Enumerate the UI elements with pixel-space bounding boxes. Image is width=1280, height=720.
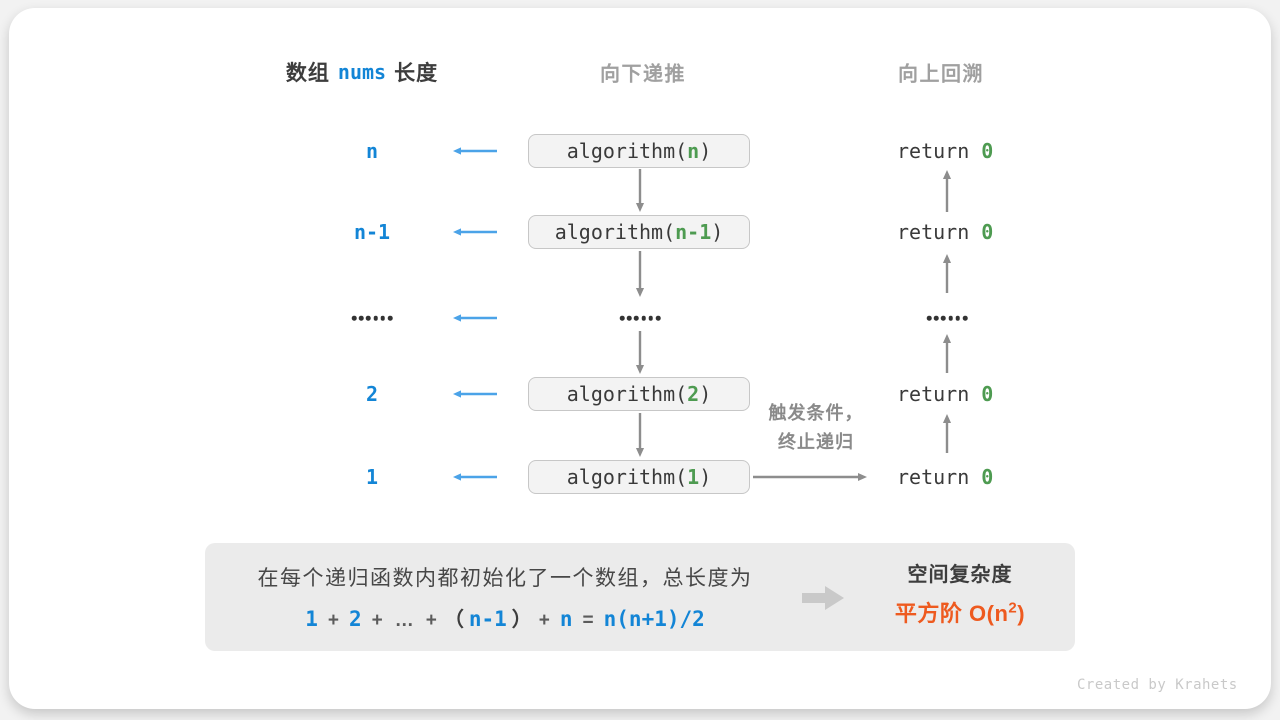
dot (948, 315, 953, 321)
summary-description: 在每个递归函数内都初始化了一个数组，总长度为 (257, 567, 753, 590)
credit-text: Created by Krahets (1077, 677, 1238, 693)
header-text-length: 长度 (394, 62, 439, 85)
formula-token: + (327, 610, 339, 631)
return-value: 0 (981, 382, 994, 406)
call-argument: n-1 (675, 220, 712, 244)
termination-note: 触发条件， 终止递归 (769, 399, 864, 457)
formula-token: + (538, 610, 550, 631)
return-statement: return 0 (897, 465, 993, 489)
summary-result-block: 空间复杂度 平方阶 O(n2) (855, 558, 1065, 628)
formula-token: n-1 (468, 607, 507, 631)
call-prefix: algorithm( (566, 465, 688, 489)
dot (387, 315, 393, 321)
call-prefix: algorithm( (554, 220, 676, 244)
implies-arrow-icon (802, 586, 844, 610)
return-keyword: return (897, 220, 970, 244)
dot (373, 315, 378, 321)
call-suffix: ) (699, 382, 712, 406)
header-text-array: 数组 (285, 62, 330, 85)
summary-text-block: 在每个递归函数内都初始化了一个数组，总长度为 1 +2 + … + （n-1） + n = n(n… (215, 543, 795, 651)
complexity-title: 空间复杂度 (907, 564, 1013, 586)
call-argument: 2 (687, 382, 700, 406)
return-value: 0 (981, 220, 994, 244)
formula-token: （ (443, 609, 464, 631)
summary-formula: 1 +2 + … + （n-1） + n = n(n+1)/2 (301, 603, 709, 632)
formula-token: n(n+1)/2 (603, 607, 705, 631)
array-length-label: 1 (365, 465, 379, 489)
return-statement: return 0 (897, 220, 993, 244)
return-value: 0 (981, 465, 994, 489)
formula-token: = (582, 610, 594, 631)
return-statement: return 0 (897, 382, 993, 406)
call-prefix: algorithm( (566, 382, 688, 406)
column-header-recurse-down: 向下递推 (600, 63, 686, 86)
call-suffix: ) (699, 139, 712, 163)
algorithm-call-box: algorithm(n) (528, 134, 750, 168)
dot (634, 315, 639, 321)
array-length-label: n-1 (353, 220, 391, 244)
dot (941, 315, 946, 321)
header-code-nums: nums (337, 60, 387, 84)
complexity-exponent: 2 (1008, 599, 1018, 617)
column-header-backtrack-up: 向上回溯 (898, 63, 984, 86)
formula-token: 2 (348, 607, 362, 631)
formula-token: ） (511, 609, 532, 631)
call-suffix: ) (711, 220, 724, 244)
dot (955, 315, 961, 321)
termination-note-line1: 触发条件， (768, 403, 864, 423)
complexity-suffix: ) (1017, 601, 1026, 626)
column-header-array-length: 数组 nums 长度 (286, 57, 438, 87)
return-statement: return 0 (897, 139, 993, 163)
dot (380, 315, 386, 321)
return-keyword: return (897, 465, 970, 489)
formula-token: 1 (305, 607, 318, 631)
dot (619, 315, 625, 321)
call-argument: n (687, 139, 700, 163)
complexity-value: 平方阶 O(n2) (855, 596, 1065, 628)
dot (933, 315, 939, 321)
algorithm-call-box: algorithm(1) (528, 460, 750, 494)
length-ellipsis: …… (351, 315, 393, 321)
formula-token: … (394, 610, 414, 631)
dot (641, 315, 646, 321)
formula-token: + (425, 610, 437, 631)
call-ellipsis: …… (619, 315, 661, 321)
formula-token: n (559, 607, 573, 631)
dot (358, 315, 364, 321)
array-length-label: n (365, 139, 379, 163)
algorithm-call-box: algorithm(2) (528, 377, 750, 411)
return-keyword: return (897, 139, 970, 163)
call-argument: 1 (687, 465, 700, 489)
complexity-prefix: 平方阶 O(n (894, 601, 1009, 626)
dot (926, 315, 932, 321)
termination-note-line2: 终止递归 (778, 432, 854, 452)
algorithm-call-box: algorithm(n-1) (528, 215, 750, 249)
return-ellipsis: …… (926, 315, 968, 321)
dot (648, 315, 654, 321)
dot (962, 315, 968, 321)
formula-token: + (371, 610, 383, 631)
return-value: 0 (981, 139, 994, 163)
dot (366, 315, 371, 321)
dot (626, 315, 632, 321)
call-prefix: algorithm( (566, 139, 688, 163)
call-suffix: ) (699, 465, 712, 489)
array-length-label: 2 (365, 382, 379, 406)
summary-panel: 在每个递归函数内都初始化了一个数组，总长度为 1 +2 + … + （n-1） + n = n(n… (205, 543, 1075, 651)
return-keyword: return (897, 382, 970, 406)
dot (351, 315, 357, 321)
dot (655, 315, 661, 321)
